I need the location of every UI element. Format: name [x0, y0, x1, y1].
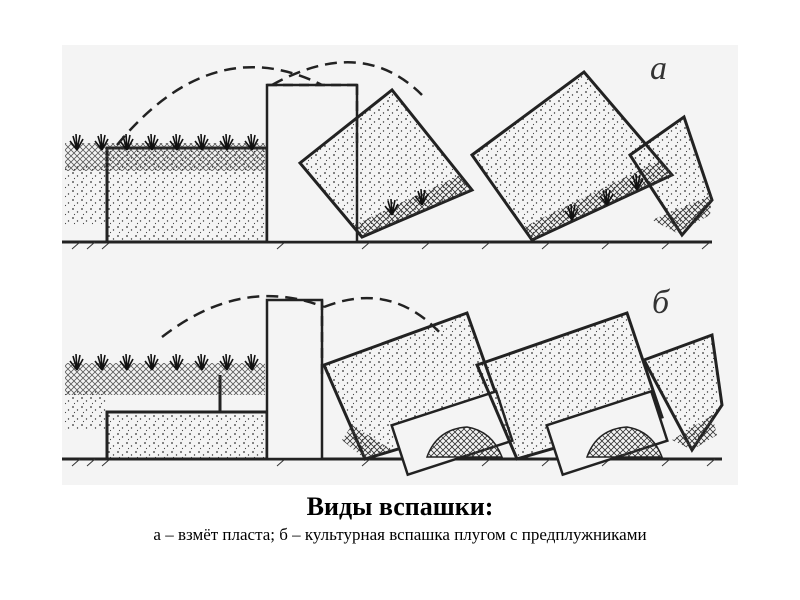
furrow-slot-b: [267, 300, 322, 459]
panel-b-label: б: [652, 284, 671, 321]
plowing-diagram: а: [62, 45, 738, 485]
figure-caption: Виды вспашки: а – взмёт пласта; б – куль…: [0, 490, 800, 546]
overturned-slice-a3: [630, 117, 712, 235]
unplowed-soil-block: [107, 412, 267, 459]
panel-b-drawing: б: [62, 284, 722, 475]
panel-a-drawing: а: [62, 50, 712, 249]
caption-subtitle: а – взмёт пласта; б – культурная вспашка…: [0, 524, 800, 546]
unplowed-soil-left: [65, 165, 107, 225]
caption-title: Виды вспашки:: [0, 490, 800, 524]
unplowed-soil-left: [65, 390, 107, 430]
overturned-slice-b2: [477, 313, 667, 475]
panel-a-label: а: [650, 50, 667, 87]
overturned-slice-b1: [324, 313, 512, 475]
